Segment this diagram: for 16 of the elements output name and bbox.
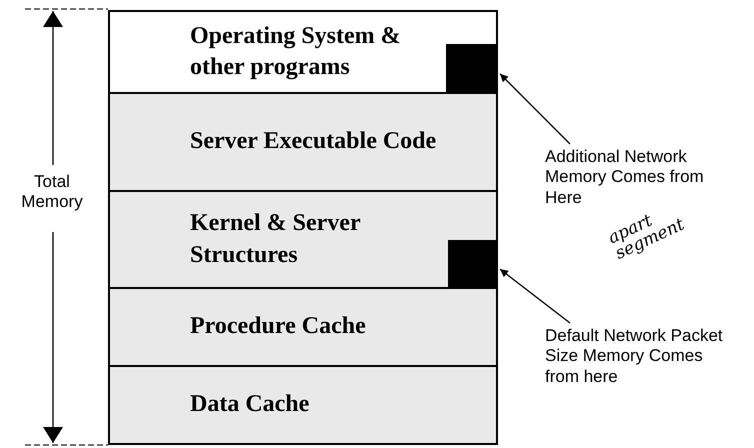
memory-block — [448, 240, 496, 287]
memory-region-band — [108, 190, 498, 289]
region-label: Procedure Cache — [190, 312, 367, 342]
memory-region-band — [108, 365, 498, 445]
annotation-text: Default Network Packet Size Memory Comes from here — [545, 326, 724, 388]
arrow — [500, 73, 570, 144]
dimension-label: Total Memory — [20, 172, 84, 213]
arrow — [500, 268, 570, 324]
region-label: Kernel & Server Structures — [190, 209, 362, 270]
memory-block — [446, 44, 496, 92]
region-label: Operating System & other programs — [190, 22, 402, 82]
memory-region-band — [108, 10, 498, 94]
memory-region-band — [108, 287, 498, 367]
region-label: Server Executable Code — [190, 127, 438, 156]
region-label: Data Cache — [190, 390, 310, 420]
memory-region-band — [108, 92, 498, 192]
